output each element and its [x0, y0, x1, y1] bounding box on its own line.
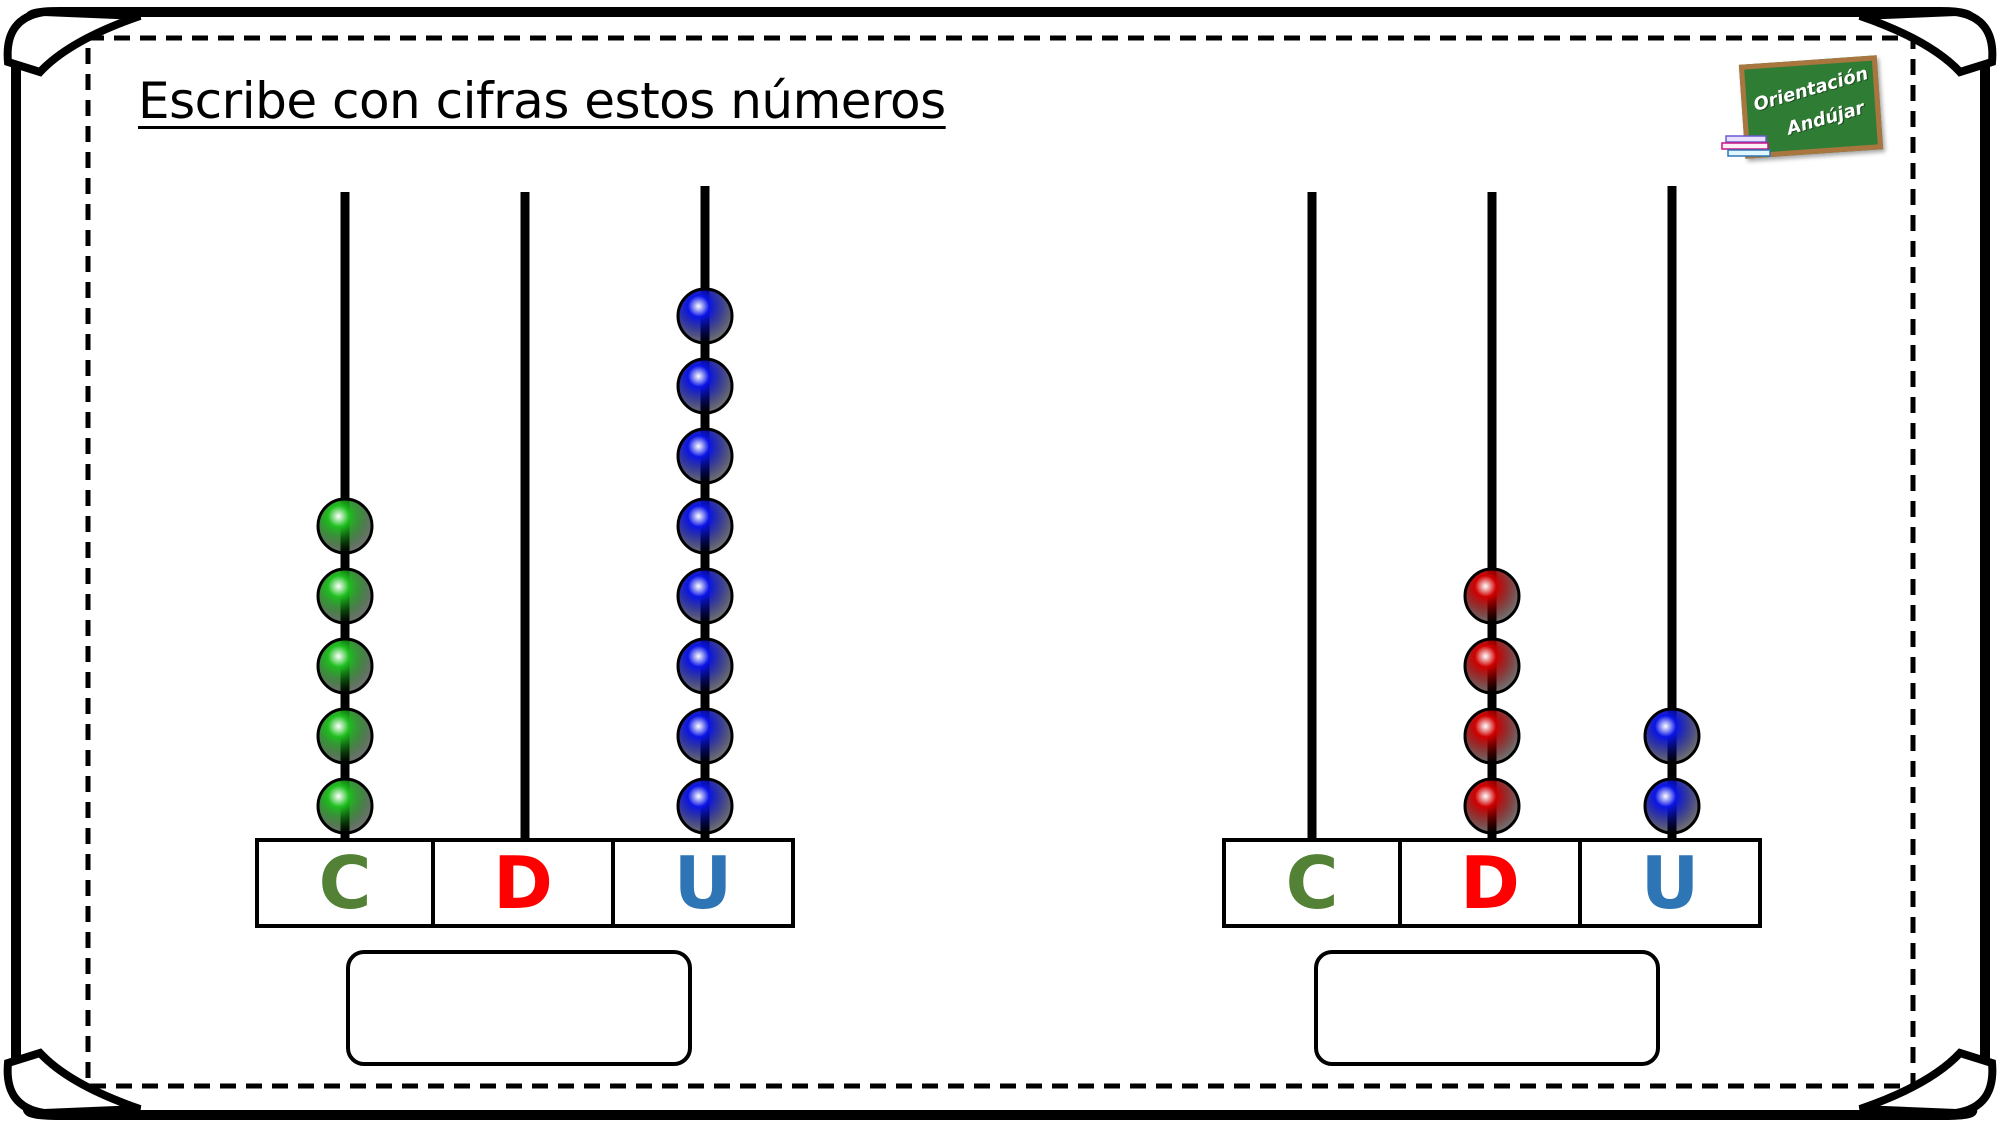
bead-tens	[1463, 777, 1521, 835]
bead-units	[676, 567, 734, 625]
abacus-rods	[316, 186, 734, 838]
abacus-rods	[1307, 186, 1701, 838]
page-title: Escribe con cifras estos números	[138, 72, 946, 130]
label-hundreds: C	[255, 838, 435, 928]
bead-hundreds	[316, 637, 374, 695]
label-tens: D	[435, 838, 615, 928]
bead-units	[676, 637, 734, 695]
bead-tens	[1463, 637, 1521, 695]
answer-box-2[interactable]	[1314, 950, 1660, 1066]
label-units: U	[615, 838, 795, 928]
bead-units	[676, 287, 734, 345]
books-icon	[1721, 135, 1771, 157]
bead-units	[1643, 777, 1701, 835]
bead-tens	[1463, 567, 1521, 625]
bead-units	[676, 357, 734, 415]
bead-units	[676, 427, 734, 485]
bead-hundreds	[316, 497, 374, 555]
answer-box-1[interactable]	[346, 950, 692, 1066]
label-tens: D	[1402, 838, 1582, 928]
bead-hundreds	[316, 777, 374, 835]
bead-units	[676, 777, 734, 835]
label-hundreds: C	[1222, 838, 1402, 928]
bead-tens	[1463, 707, 1521, 765]
logo: Orientación Andújar	[1718, 54, 1888, 169]
label-units: U	[1582, 838, 1762, 928]
bead-units	[676, 707, 734, 765]
bead-hundreds	[316, 567, 374, 625]
bead-hundreds	[316, 707, 374, 765]
bead-units	[1643, 707, 1701, 765]
bead-units	[676, 497, 734, 555]
